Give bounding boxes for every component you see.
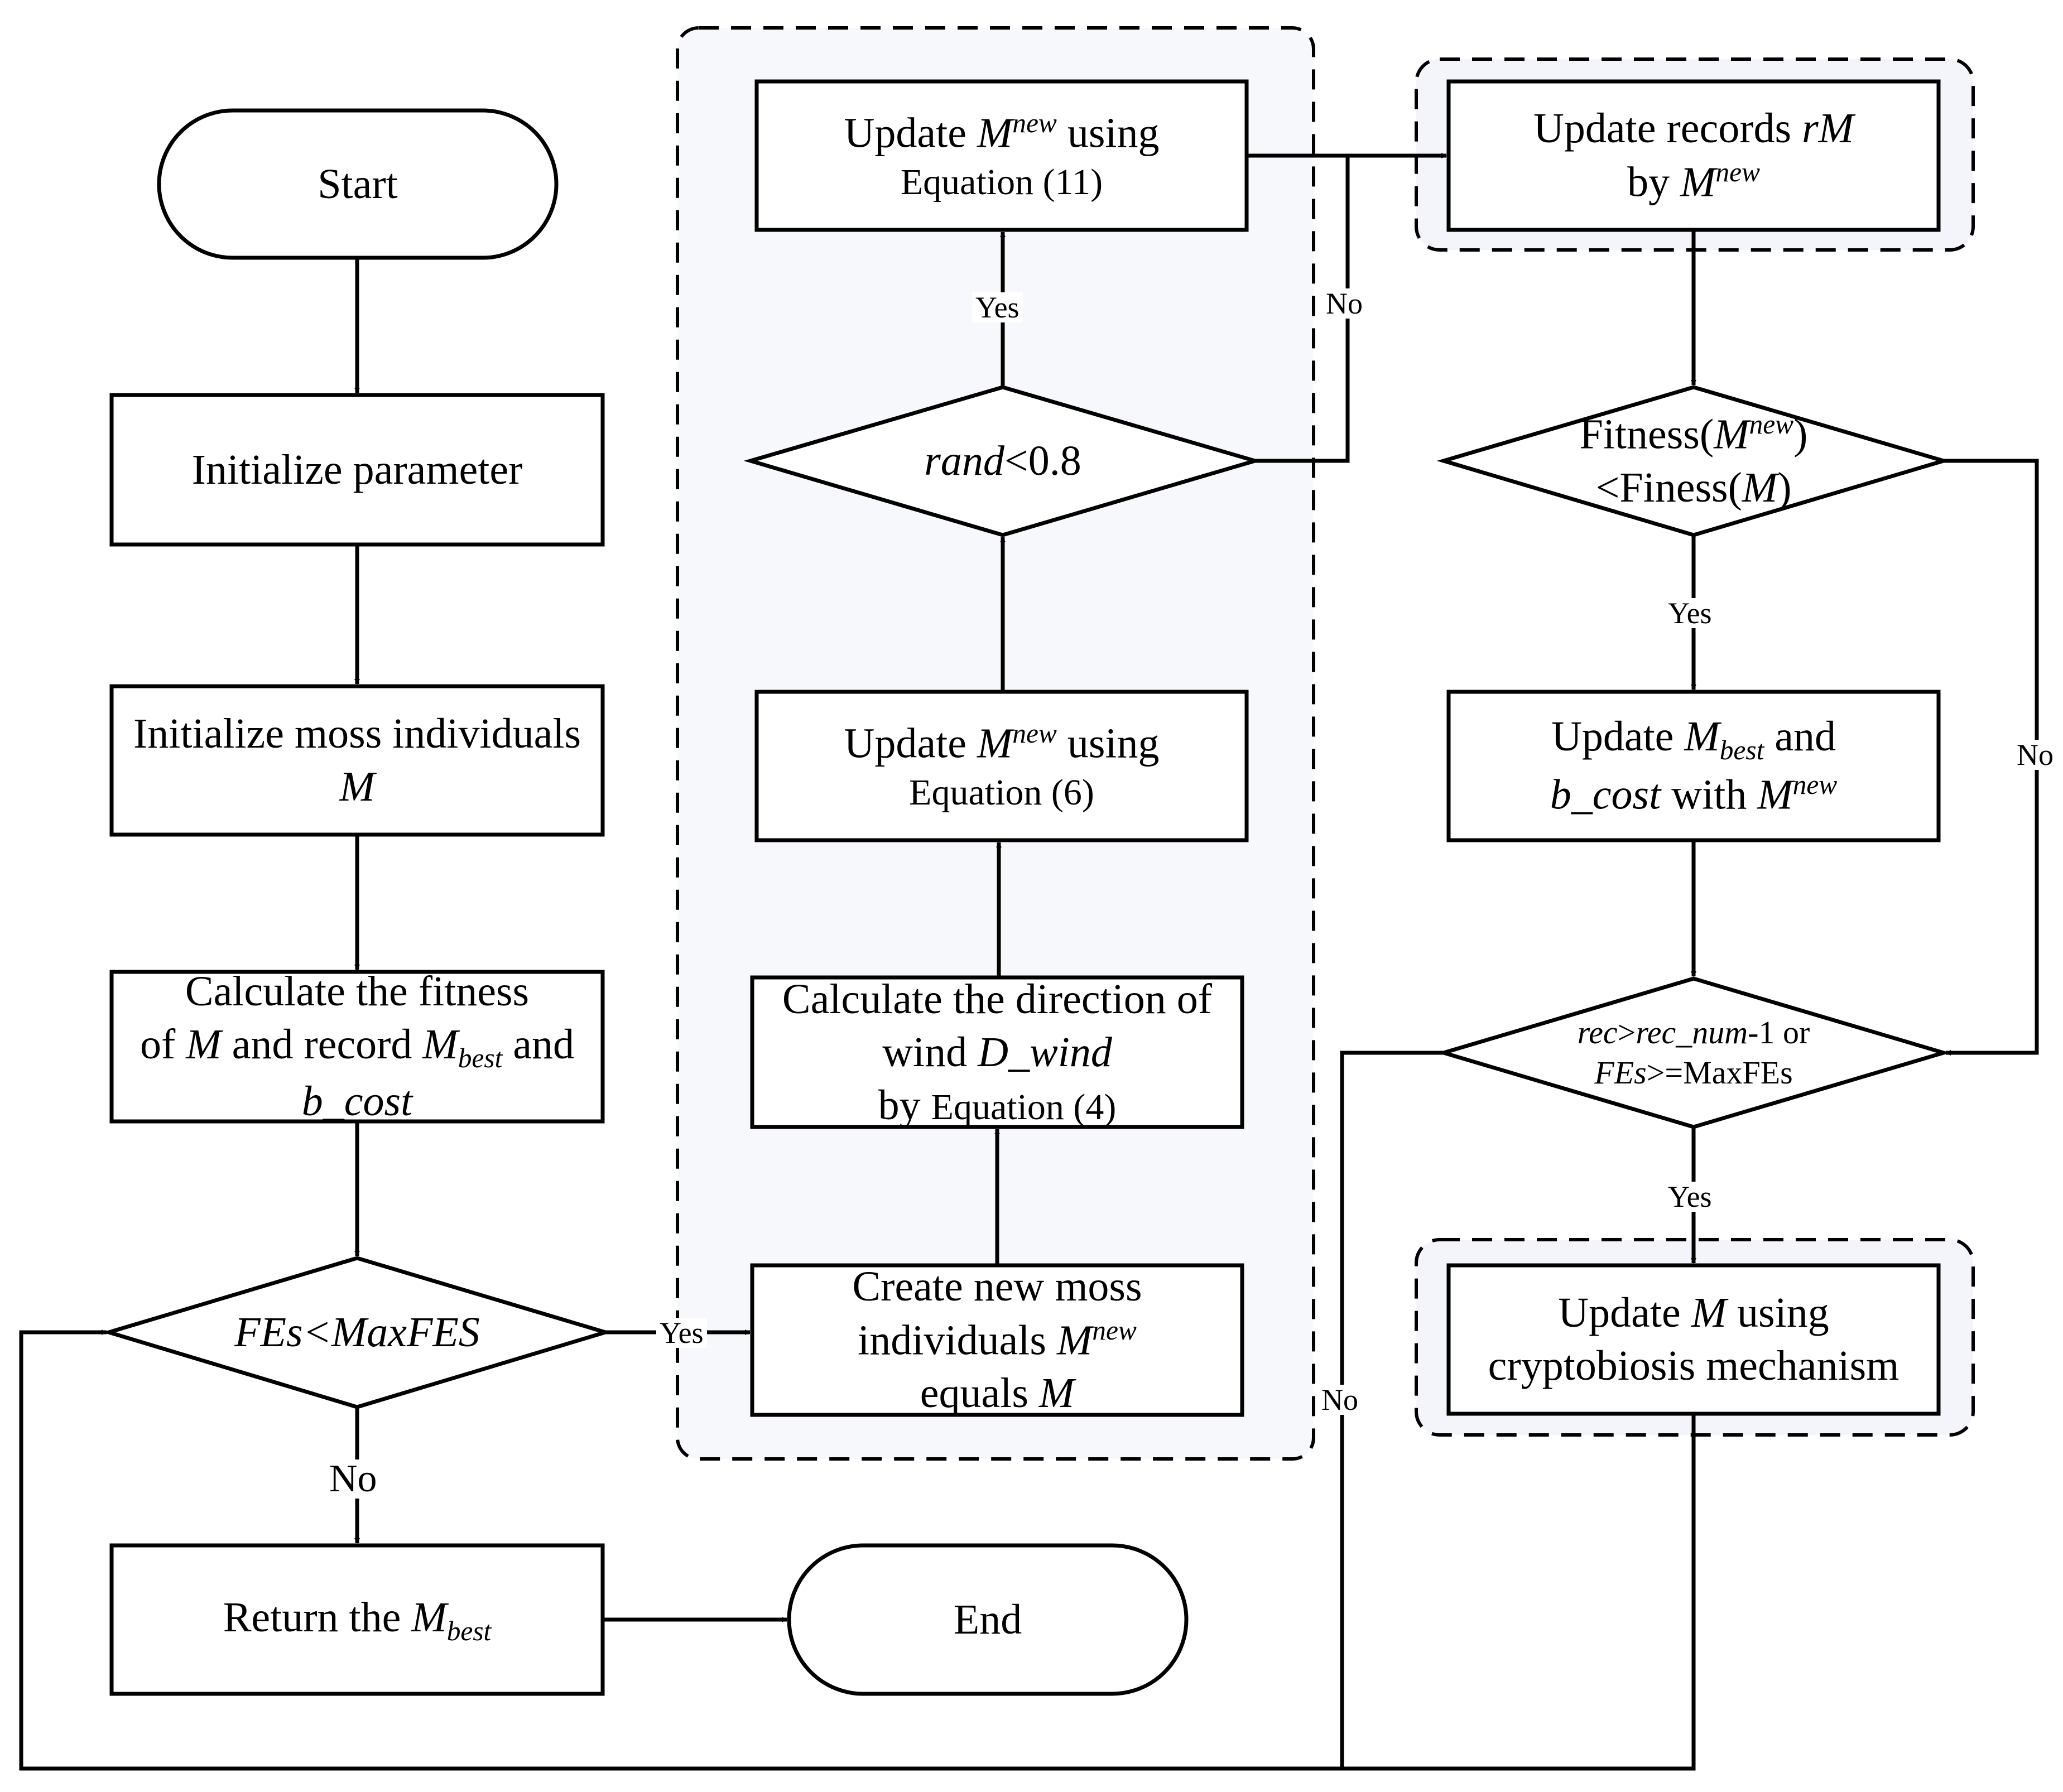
- rand-condition-label: rand<0.8: [924, 437, 1081, 484]
- edge-label-no-reccond: No: [1318, 1385, 1362, 1415]
- edge-crypto-loop: [19, 1329, 1696, 1771]
- update-eq11-label: Update Mnew using Equation (11): [844, 107, 1160, 203]
- edge-rand-no: [1255, 156, 1350, 463]
- end-label: End: [953, 1596, 1022, 1643]
- init-moss-box: [109, 684, 605, 837]
- wind-direction-label: Calculate the direction of wind D_wind b…: [782, 975, 1213, 1129]
- init-parameter-label: Initialize parameter: [191, 446, 523, 493]
- update-records-box: [1446, 79, 1941, 232]
- edge-label-yes-fes: Yes: [656, 1318, 707, 1348]
- update-best-label: Update Mbest and b_cost with Mnew: [1550, 713, 1838, 818]
- rec-condition-diamond: [1436, 976, 1951, 1129]
- wind-direction-box: [750, 975, 1244, 1129]
- rec-condition-label: rec>rec_num-1 or FEs>=MaxFEs: [1577, 1014, 1810, 1091]
- update-eq6-label: Update Mnew using Equation (6): [844, 717, 1160, 813]
- edge-label-no-rand: No: [1323, 288, 1366, 319]
- create-moss-box: [750, 1263, 1244, 1417]
- calc-fitness-box: [109, 970, 605, 1124]
- fes-condition-label: FEs<MaxFES: [234, 1308, 480, 1356]
- end-terminal: [787, 1543, 1189, 1696]
- edge-label-no-fes: No: [326, 1459, 381, 1499]
- update-eq6-box: [754, 690, 1249, 842]
- update-records-label: Update records rM by Mnew: [1533, 105, 1854, 206]
- update-eq11-box: [754, 79, 1249, 232]
- edge-label-no-fitcmp: No: [2013, 740, 2057, 770]
- edge-label-yes-rand: Yes: [972, 292, 1023, 322]
- start-label: Start: [318, 160, 398, 208]
- edge-label-yes-fitcmp: Yes: [1665, 598, 1715, 628]
- init-parameter-box: [109, 393, 605, 547]
- init-moss-label: Initialize moss individuals M: [133, 710, 581, 810]
- cryptobiosis-label: Update M using cryptobiosis mechanism: [1488, 1289, 1900, 1389]
- edge-reccond-no: [1340, 1051, 1444, 1769]
- return-best-box: [109, 1543, 605, 1696]
- edge-label-yes-reccond: Yes: [1665, 1182, 1715, 1212]
- calc-fitness-label: Calculate the fitness of M and record Mb…: [140, 967, 575, 1125]
- create-moss-label: Create new moss individuals Mnew equals …: [852, 1263, 1142, 1417]
- return-best-label: Return the Mbest: [223, 1593, 492, 1646]
- cryptobiosis-box: [1446, 1263, 1941, 1416]
- update-best-box: [1446, 690, 1941, 842]
- fitness-compare-label: Fitness(Mnew) <Finess(M): [1579, 409, 1808, 511]
